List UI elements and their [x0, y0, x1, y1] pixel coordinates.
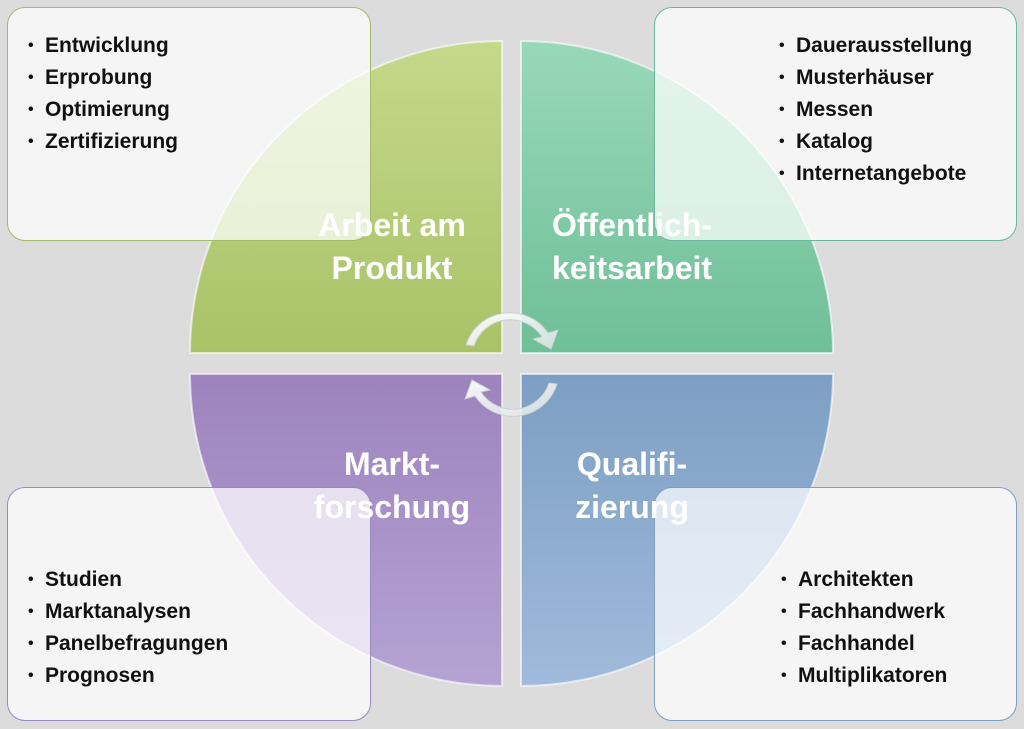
item-list: • Studien • Marktanalysen • Panelbefragunge… — [28, 564, 228, 692]
list-item: • Entwicklung — [28, 30, 178, 62]
list-item: • Architekten — [781, 564, 947, 596]
list-item-text: Dauerausstellung — [796, 34, 973, 57]
list-item-text: Marktanalysen — [45, 600, 191, 623]
list-item: • Studien — [28, 564, 228, 596]
list-item: • Optimierung — [28, 94, 178, 126]
item-list: •Dauerausstellung •Musterhäuser •Messen … — [779, 30, 972, 190]
list-item: • Zertifizierung — [28, 126, 178, 158]
quadrant-title-marktforschung: Markt- forschung — [272, 443, 512, 529]
bullet-icon: • — [28, 133, 34, 150]
title-line: Arbeit am — [318, 207, 466, 243]
list-item-text: Optimierung — [45, 98, 170, 121]
list-item-text: Architekten — [798, 568, 914, 591]
list-item: • Dauerausstellung — [779, 30, 972, 62]
bullet-icon: • — [28, 667, 34, 684]
list-box-oeffentlichkeitsarbeit: •Dauerausstellung •Musterhäuser •Messen … — [654, 7, 1017, 241]
bullet-icon: • — [28, 37, 34, 54]
bullet-icon: • — [779, 69, 785, 86]
cycle-arrows-icon — [464, 312, 559, 417]
quadrant-title-arbeit-am-produkt: Arbeit am Produkt — [272, 204, 512, 290]
quadrant-title-qualifizierung: Qualifi- zierung — [512, 443, 752, 529]
bullet-icon: • — [781, 571, 787, 588]
list-item-text: Panelbefragungen — [45, 632, 229, 655]
list-item: • Musterhäuser — [779, 62, 972, 94]
list-item: • Multiplikatoren — [781, 660, 947, 692]
list-item-text: Musterhäuser — [796, 66, 934, 89]
title-line: Produkt — [331, 250, 453, 286]
bullet-icon: • — [28, 635, 34, 652]
list-item: • Fachhandel — [781, 628, 947, 660]
list-box-qualifizierung: • Architekten • Fachhandwerk • Fachhandel •… — [654, 487, 1017, 721]
list-item-text: Fachhandwerk — [798, 600, 946, 623]
quadrant-title-oeffentlichkeitsarbeit: Öffentlich- keitsarbeit — [512, 204, 752, 290]
list-item: • Prognosen — [28, 660, 228, 692]
list-item: • Katalog — [779, 126, 972, 158]
list-item: • Erprobung — [28, 62, 178, 94]
list-item-text: Studien — [45, 568, 122, 591]
title-line: forschung — [313, 489, 471, 525]
list-item-text: Fachhandel — [798, 632, 915, 655]
bullet-icon: • — [28, 603, 34, 620]
list-item-text: Internetangebote — [796, 162, 967, 185]
list-item-text: Entwicklung — [45, 34, 169, 57]
list-item: • Panelbefragungen — [28, 628, 228, 660]
bullet-icon: • — [779, 133, 785, 150]
bullet-icon: • — [28, 101, 34, 118]
title-line: Qualifi- — [576, 446, 688, 482]
list-item-text: Erprobung — [45, 66, 153, 89]
bullet-icon: • — [779, 101, 785, 118]
list-item-text: Messen — [796, 98, 874, 121]
list-item: • Marktanalysen — [28, 596, 228, 628]
bullet-icon: • — [779, 165, 785, 182]
list-box-marktforschung: • Studien • Marktanalysen • Panelbefragunge… — [7, 487, 371, 721]
list-item: • Fachhandwerk — [781, 596, 947, 628]
list-item: • Internetangebote — [779, 158, 972, 190]
item-list: • Architekten • Fachhandwerk • Fachhandel •… — [781, 564, 947, 692]
bullet-icon: • — [781, 635, 787, 652]
list-item-text: Multiplikatoren — [798, 664, 948, 687]
list-item-text: Katalog — [796, 130, 874, 153]
list-item-text: Prognosen — [45, 664, 155, 687]
item-list: • Entwicklung • Erprobung • Optimierung • Ze… — [28, 30, 178, 158]
bullet-icon: • — [779, 37, 785, 54]
bullet-icon: • — [781, 667, 787, 684]
bullet-icon: • — [28, 571, 34, 588]
list-box-arbeit-am-produkt: • Entwicklung • Erprobung • Optimierung • Ze… — [7, 7, 371, 241]
title-line: Markt- — [343, 446, 440, 482]
list-item-text: Zertifizierung — [45, 130, 179, 153]
list-item: • Messen — [779, 94, 972, 126]
bullet-icon: • — [781, 603, 787, 620]
title-line: zierung — [575, 489, 689, 525]
bullet-icon: • — [28, 69, 34, 86]
title-line: Öffentlich- — [552, 207, 712, 243]
title-line: keitsarbeit — [551, 250, 713, 286]
